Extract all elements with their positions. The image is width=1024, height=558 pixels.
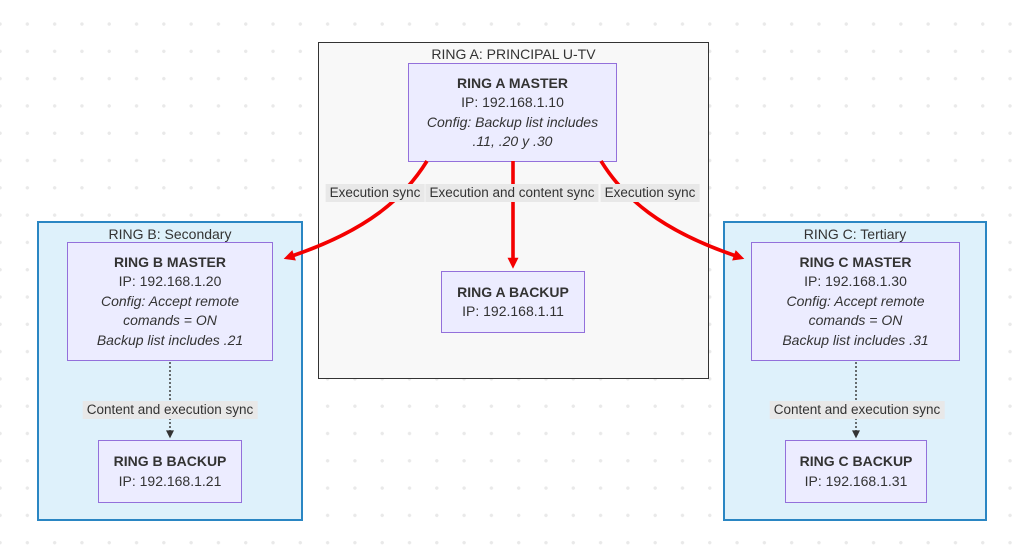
- node-ring-b-master-ip: IP: 192.168.1.20: [118, 273, 222, 290]
- node-ring-b-master-config-line: comands = ON: [123, 312, 217, 329]
- edge-label-a-to-c: Execution sync: [600, 184, 700, 202]
- cluster-ring-c-title: RING C: Tertiary: [803, 226, 907, 242]
- node-ring-a-backup-ip: IP: 192.168.1.11: [462, 303, 564, 319]
- node-ring-b-master-config-line: Config: Accept remote: [101, 292, 239, 309]
- node-ring-a-backup: RING A BACKUP IP: 192.168.1.11: [441, 271, 585, 333]
- node-ring-b-master-config-line: Backup list includes .21: [96, 331, 244, 348]
- node-ring-a-backup-title: RING A BACKUP: [457, 283, 569, 300]
- node-ring-c-master-config-line: Config: Accept remote: [786, 292, 925, 309]
- node-ring-a-master-title: RING A MASTER: [457, 74, 568, 91]
- edge-label-c-to-backup: Content and execution sync: [769, 401, 945, 419]
- node-ring-b-backup: RING B BACKUP IP: 192.168.1.21: [98, 440, 242, 503]
- node-ring-c-master-ip: IP: 192.168.1.30: [804, 273, 907, 290]
- node-ring-b-backup-title: RING B BACKUP: [113, 453, 227, 469]
- node-ring-b-master-title: RING B MASTER: [114, 253, 226, 270]
- node-ring-a-master-ip: IP: 192.168.1.10: [461, 94, 564, 110]
- node-ring-c-master: RING C MASTER IP: 192.168.1.30 Config: A…: [751, 242, 960, 361]
- node-ring-a-master-config-line: .11, .20 y .30: [472, 133, 553, 149]
- edge-label-b-to-backup: Content and execution sync: [82, 401, 258, 419]
- node-ring-c-master-config-line: comands = ON: [808, 312, 903, 329]
- node-ring-c-backup-ip: IP: 192.168.1.31: [804, 472, 908, 489]
- edge-label-a-to-b: Execution sync: [325, 184, 425, 202]
- node-ring-c-master-title: RING C MASTER: [799, 253, 912, 270]
- node-ring-a-master-config-line: Config: Backup list includes: [426, 113, 599, 130]
- cluster-ring-a-title: RING A: PRINCIPAL U-TV: [431, 46, 596, 62]
- edge-label-a-to-a-backup: Execution and content sync: [425, 184, 599, 202]
- node-ring-b-backup-ip: IP: 192.168.1.21: [118, 472, 222, 489]
- cluster-ring-b-title: RING B: Secondary: [108, 226, 232, 242]
- node-ring-b-master: RING B MASTER IP: 192.168.1.20 Config: A…: [67, 242, 273, 361]
- node-ring-a-master: RING A MASTER IP: 192.168.1.10 Config: B…: [408, 63, 617, 162]
- node-ring-c-master-config-line: Backup list includes .31: [782, 331, 929, 348]
- node-ring-c-backup-title: RING C BACKUP: [799, 453, 913, 469]
- node-ring-c-backup: RING C BACKUP IP: 192.168.1.31: [785, 440, 927, 503]
